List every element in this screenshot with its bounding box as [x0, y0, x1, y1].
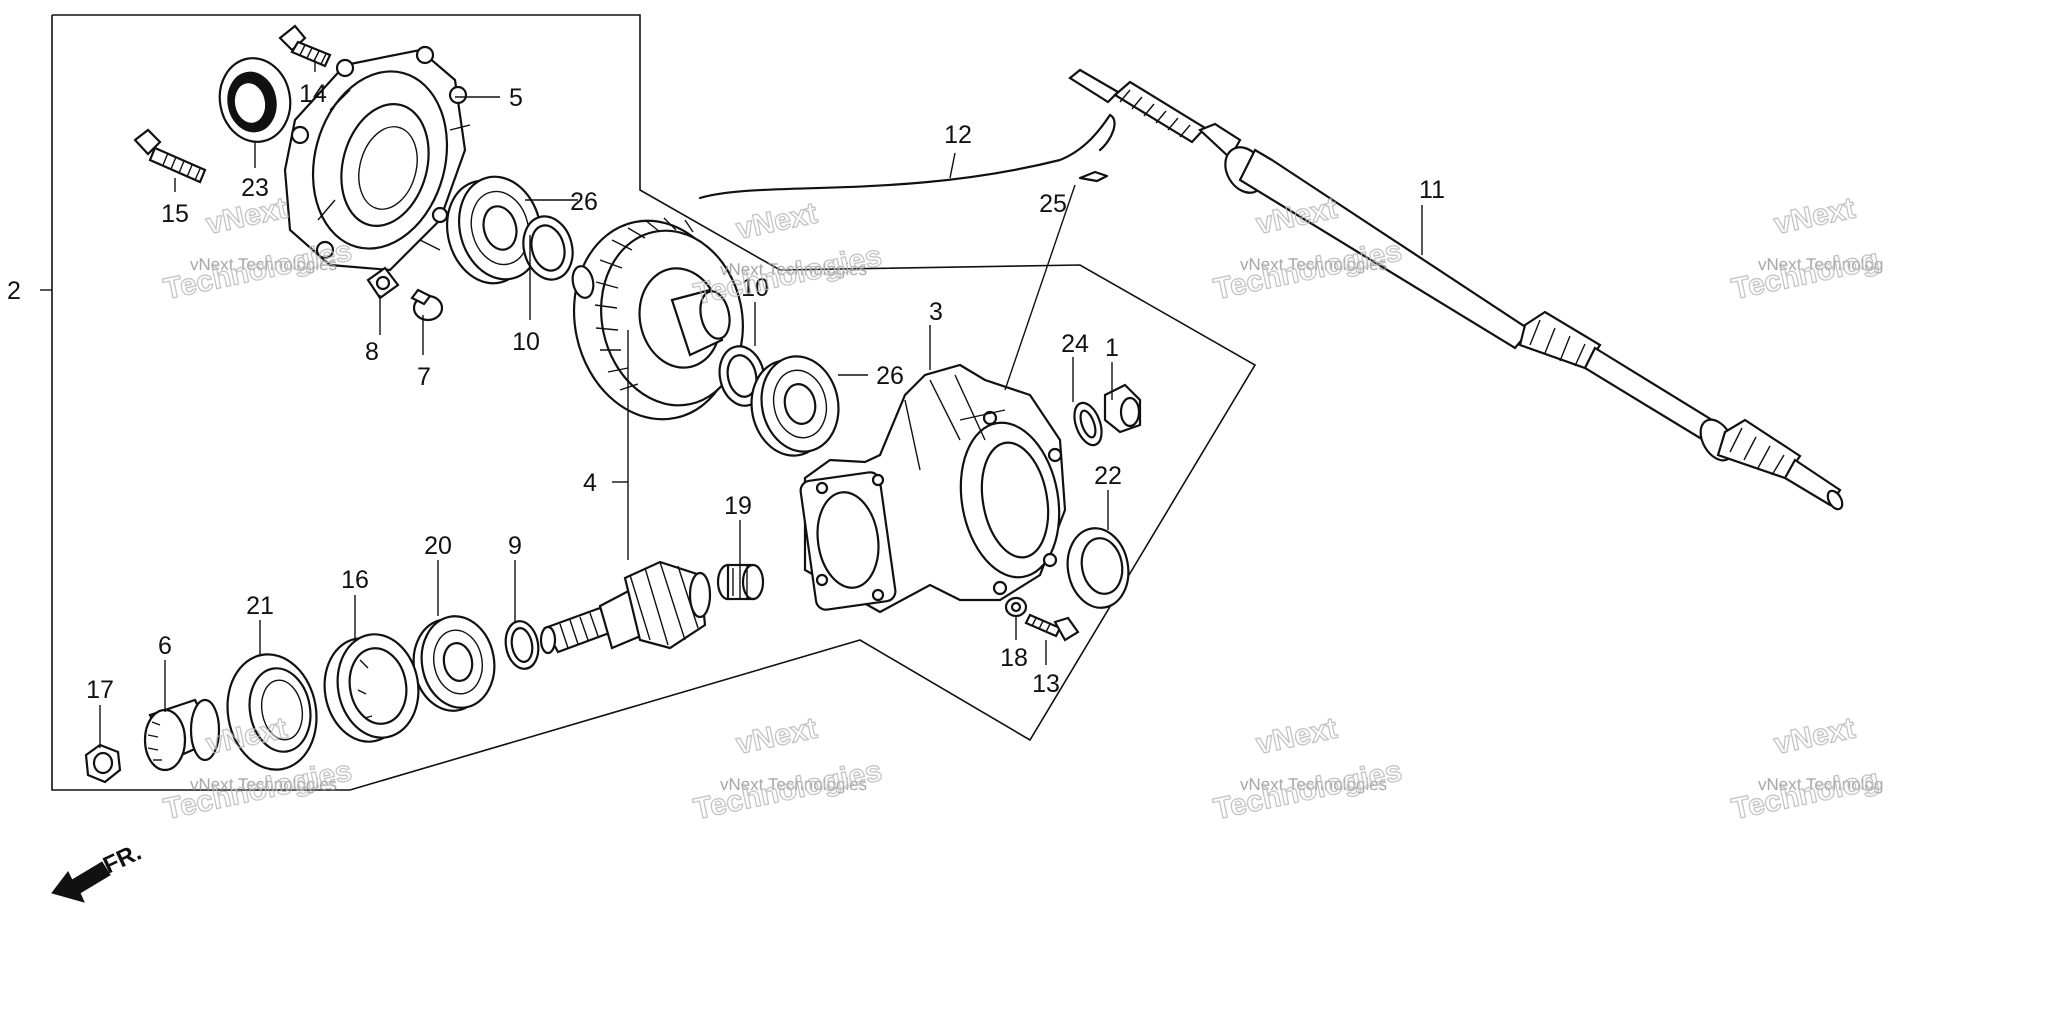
watermark-7: vNext vNext Technologies Technologies [1210, 711, 1405, 827]
callout-24: 24 [1061, 330, 1089, 358]
svg-text:vNext Technologies: vNext Technologies [190, 775, 337, 794]
part-bearing-holder [323, 633, 420, 743]
callout-7: 7 [417, 363, 431, 391]
part-needle-bearing [716, 563, 765, 601]
svg-text:Technologies: Technologies [691, 754, 885, 826]
callout-2: 2 [7, 277, 21, 305]
svg-text:Technologies: Technologies [1211, 754, 1405, 826]
assembly-boundary [40, 14, 1257, 791]
part-spline-coupling [143, 698, 221, 772]
callout-4: 4 [583, 469, 597, 497]
svg-text:vNext: vNext [1253, 712, 1340, 761]
watermark-8: vNext vNext Technolog Technolog [1728, 711, 1883, 827]
callout-18: 18 [1000, 644, 1028, 672]
svg-text:vNext: vNext [733, 197, 820, 246]
part-shim-upper [522, 215, 574, 281]
part-oil-seal-21 [226, 653, 318, 771]
callout-6: 6 [158, 632, 172, 660]
svg-text:vNext Technologies: vNext Technologies [190, 255, 337, 274]
part-axle-shaft [1068, 68, 1844, 511]
leader-lines [99, 60, 1423, 748]
svg-text:Technologies: Technologies [691, 239, 885, 311]
svg-text:Technolog: Technolog [1729, 243, 1882, 306]
callout-19: 19 [724, 492, 752, 520]
svg-text:vNext Technologies: vNext Technologies [720, 775, 867, 794]
svg-text:vNext: vNext [203, 192, 290, 241]
svg-text:vNext: vNext [733, 712, 820, 761]
svg-text:vNext Technologies: vNext Technologies [1240, 775, 1387, 794]
part-washer-18 [1004, 596, 1028, 618]
callout-3: 3 [929, 298, 943, 326]
part-nut-17 [84, 743, 122, 784]
watermark-3: vNext vNext Technologies Technologies [1210, 191, 1405, 307]
part-bolt-13 [1024, 613, 1080, 642]
callout-10b: 10 [741, 274, 769, 302]
part-final-gear-case [799, 363, 1067, 614]
callout-26a: 26 [570, 188, 598, 216]
watermark-4: vNext vNext Technolog Technolog [1728, 191, 1883, 307]
part-plug-7 [410, 288, 444, 322]
callout-labels: 1 2 3 4 5 6 7 8 9 10 10 11 12 13 14 15 1… [7, 80, 1445, 704]
svg-text:vNext Technologies: vNext Technologies [1240, 255, 1387, 274]
part-breather-tube [698, 113, 1116, 200]
part-bolt-14 [278, 24, 332, 68]
callout-14: 14 [299, 80, 327, 108]
part-bearing-housing [283, 45, 471, 272]
callout-16: 16 [341, 566, 369, 594]
svg-text:vNext Technologies: vNext Technologies [720, 260, 867, 279]
part-ball-bearing-20 [412, 615, 496, 712]
callout-5: 5 [509, 84, 523, 112]
svg-text:Technologies: Technologies [161, 234, 355, 306]
part-oil-seal-22 [1066, 527, 1130, 609]
svg-text:Technolog: Technolog [1729, 763, 1882, 826]
callout-9: 9 [508, 532, 522, 560]
front-direction-arrow: FR. [51, 839, 146, 903]
part-plug-bolt-1 [1103, 383, 1142, 434]
svg-text:Technologies: Technologies [1211, 234, 1405, 306]
svg-text:vNext: vNext [1771, 712, 1858, 761]
part-ball-bearing-upper [445, 175, 543, 285]
watermark-6: vNext vNext Technologies Technologies [690, 711, 885, 827]
callout-26b: 26 [876, 362, 904, 390]
callout-15: 15 [161, 200, 189, 228]
callout-22: 22 [1094, 462, 1122, 490]
part-washer-24 [1073, 401, 1103, 447]
callout-20: 20 [424, 532, 452, 560]
part-drive-pinion [539, 560, 712, 655]
svg-text:vNext Technolog: vNext Technolog [1758, 775, 1883, 794]
part-ball-bearing-lower [750, 355, 840, 457]
part-shim-9 [504, 620, 540, 670]
callout-10a: 10 [512, 328, 540, 356]
callout-8: 8 [365, 338, 379, 366]
callout-11: 11 [1419, 176, 1445, 204]
part-ring-gear [571, 217, 744, 421]
callout-13: 13 [1032, 670, 1060, 698]
callout-17: 17 [86, 676, 114, 704]
callout-23: 23 [241, 174, 269, 202]
callout-1: 1 [1105, 334, 1119, 362]
part-clip [1078, 170, 1109, 183]
part-oil-seal-upper [218, 57, 292, 143]
callout-12: 12 [944, 121, 972, 149]
callout-21: 21 [246, 592, 274, 620]
svg-text:vNext: vNext [1771, 192, 1858, 241]
part-washer-8 [366, 266, 400, 300]
svg-text:vNext Technolog: vNext Technolog [1758, 255, 1883, 274]
part-bolt-15 [133, 128, 207, 184]
callout-25: 25 [1039, 190, 1067, 218]
